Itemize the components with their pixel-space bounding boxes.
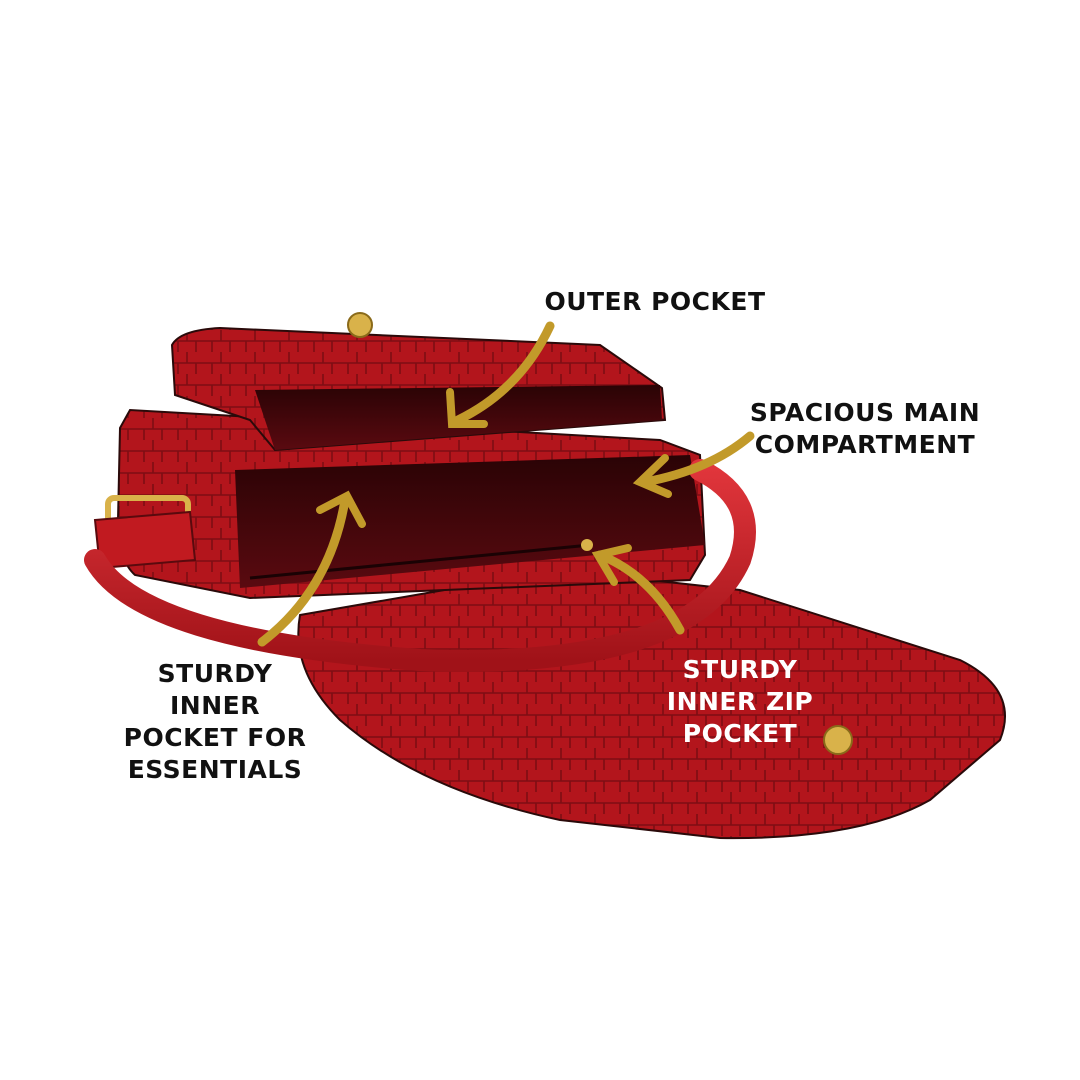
inner-zip [249, 543, 591, 580]
zip-pull [581, 539, 593, 551]
arrow-outer-pocket [446, 321, 555, 428]
callout-inner-pocket: STURDY INNER POCKET FOR ESSENTIALS [100, 658, 330, 786]
arrow-main-compartment [632, 431, 755, 498]
callout-line: ESSENTIALS [127, 755, 303, 784]
callout-line: INNER ZIP [666, 687, 814, 716]
callout-line: INNER [170, 691, 260, 720]
side-strap [93, 510, 197, 570]
front-flap [297, 568, 1006, 840]
top-snap-button [347, 312, 373, 338]
flap-snap-button [823, 725, 853, 755]
callout-line: STURDY [682, 655, 798, 684]
callout-line: POCKET [682, 719, 798, 748]
callout-line: STURDY [157, 659, 273, 688]
callout-line: SPACIOUS MAIN [749, 398, 981, 427]
main-compartment [235, 455, 705, 588]
callout-line: POCKET FOR [123, 723, 307, 752]
callout-line: OUTER POCKET [544, 287, 766, 316]
arrow-zip-pocket [591, 544, 685, 635]
arrow-inner-pocket [257, 490, 366, 647]
handle [84, 459, 756, 672]
callout-line: COMPARTMENT [754, 430, 976, 459]
callout-inner-zip-pocket: STURDY INNER ZIP POCKET [625, 654, 855, 750]
callout-main-compartment: SPACIOUS MAIN COMPARTMENT [730, 397, 1000, 461]
callout-outer-pocket: OUTER POCKET [510, 286, 800, 318]
